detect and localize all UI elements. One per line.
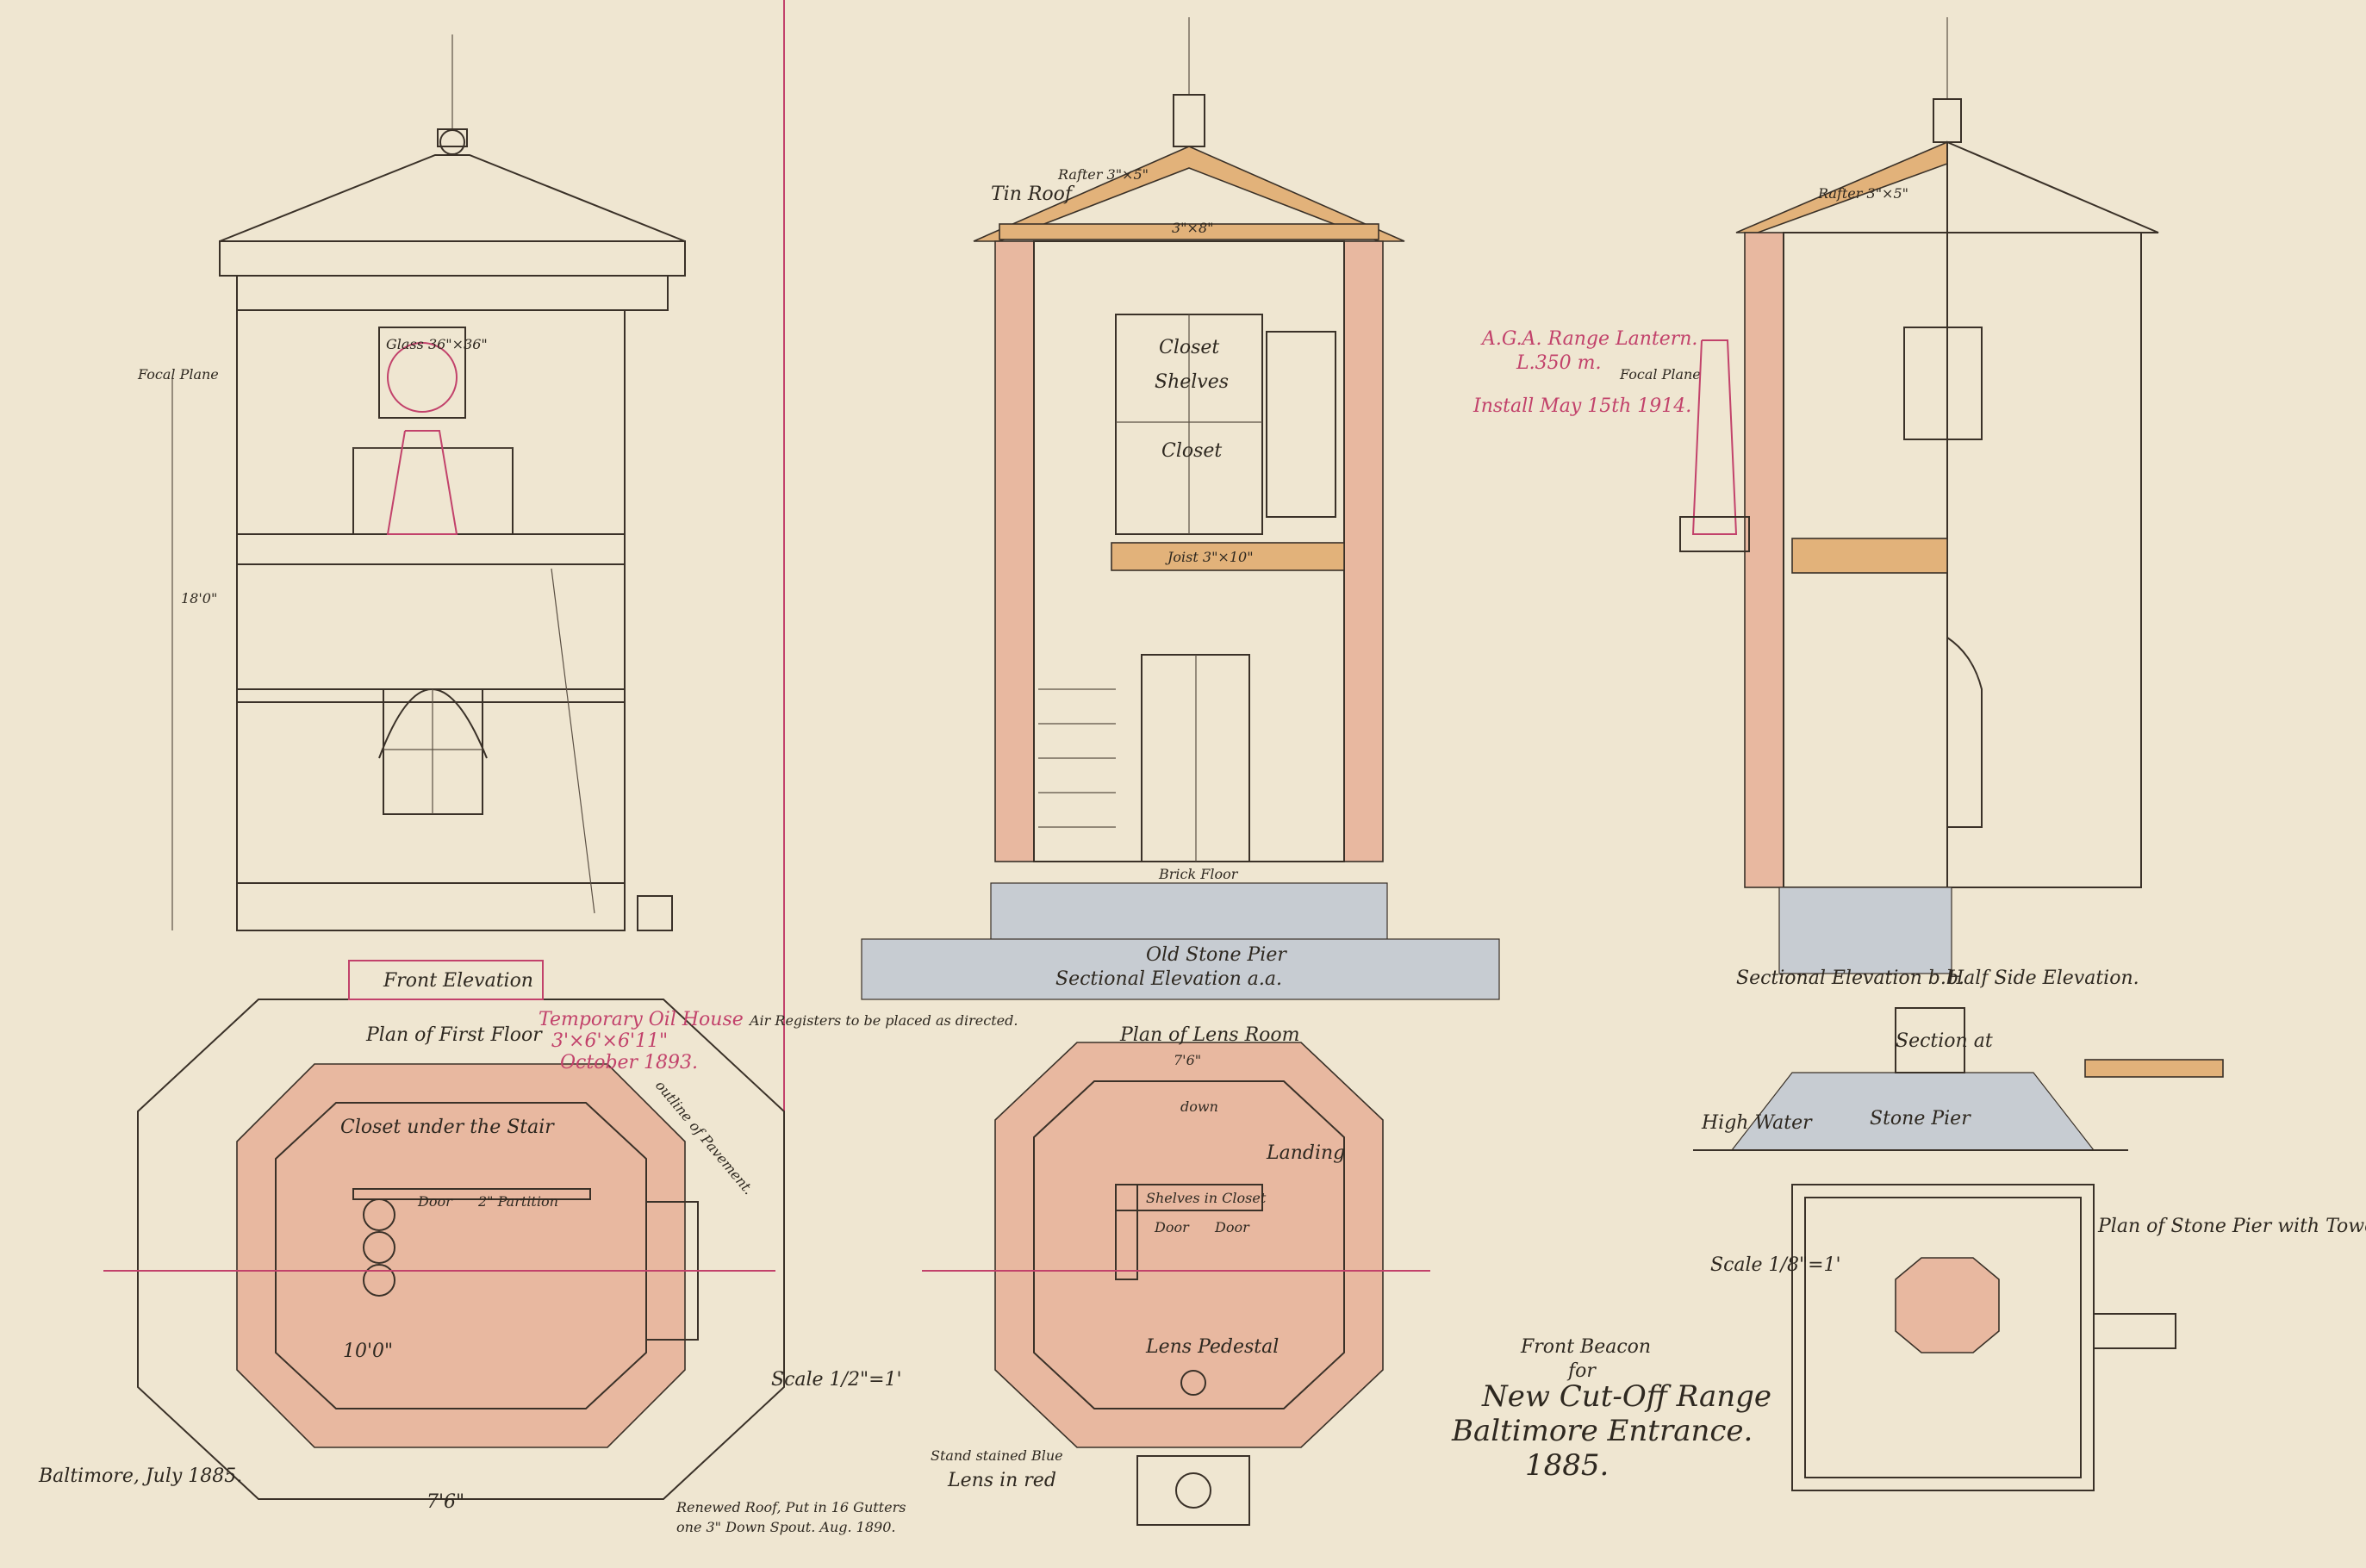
notes: Scale 1/2"=1' Baltimore, July 1885. Rene… bbox=[38, 1369, 906, 1535]
rafter-label: Rafter 3"×5" bbox=[1057, 166, 1149, 183]
plan-lens-room: Plan of Lens Room down Landing Shelves i… bbox=[922, 1024, 1430, 1526]
partition-label: 2" Partition bbox=[477, 1193, 558, 1210]
pier-scale-label: Scale 1/8"=1' bbox=[1710, 1254, 1841, 1276]
focal-plane-label: Focal Plane bbox=[137, 366, 219, 383]
plan-lens-room-title: Plan of Lens Room bbox=[1119, 1024, 1300, 1046]
closet-lower-label: Closet bbox=[1161, 440, 1222, 462]
door-label: Door bbox=[417, 1193, 453, 1210]
down-label: down bbox=[1180, 1098, 1218, 1115]
lens-note: Lens in red bbox=[947, 1470, 1056, 1491]
temp-oil-house-date: October 1893. bbox=[560, 1052, 698, 1073]
title-block: Front Beacon for New Cut-Off Range Balti… bbox=[1451, 1336, 1771, 1483]
plan-first-floor: Closet under the Stair 2" Partition Door… bbox=[103, 960, 1018, 1513]
title-line2: for bbox=[1566, 1360, 1597, 1382]
title-year: 1885. bbox=[1525, 1448, 1609, 1483]
height-dim-label: 18'0" bbox=[181, 590, 217, 607]
lantern-sub: L.350 m. bbox=[1516, 352, 1601, 374]
section-bb: Rafter 3"×5" A.G.A. Range Lantern. L.350… bbox=[1473, 17, 2159, 989]
install-note: Install May 15th 1914. bbox=[1473, 395, 1691, 417]
stone-pier: Section at High Water Stone Pier Plan of… bbox=[1693, 1007, 2366, 1491]
rafter-bb-label: Rafter 3"×5" bbox=[1817, 185, 1908, 202]
joist-label: Joist 3"×10" bbox=[1165, 549, 1254, 565]
focal-plane-bb-label: Focal Plane bbox=[1619, 366, 1701, 383]
temp-oil-house-label: Temporary Oil House bbox=[539, 1009, 744, 1030]
shelves-closet-label: Shelves in Closet bbox=[1146, 1190, 1267, 1206]
landing-label: Landing bbox=[1266, 1142, 1345, 1164]
section-at-label: Section at bbox=[1896, 1030, 1993, 1052]
brick-floor-label: Brick Floor bbox=[1158, 866, 1239, 882]
lantern-title: A.G.A. Range Lantern. bbox=[1480, 328, 1697, 350]
shelves-label: Shelves bbox=[1155, 371, 1229, 393]
lens-room-dim: 7'6" bbox=[1174, 1052, 1201, 1068]
renewal-note-2: one 3" Down Spout. Aug. 1890. bbox=[676, 1519, 895, 1535]
stone-pier-label: Old Stone Pier bbox=[1146, 944, 1287, 966]
front-elevation-label: Front Elevation bbox=[383, 970, 533, 992]
closet-stair-label: Closet under the Stair bbox=[340, 1117, 555, 1138]
lens-pedestal-label: Lens Pedestal bbox=[1145, 1336, 1279, 1358]
title-line3: New Cut-Off Range bbox=[1481, 1379, 1771, 1414]
stone-pier-plan-label: Plan of Stone Pier with Tower. bbox=[2097, 1216, 2366, 1237]
door2-label: Door bbox=[1214, 1219, 1250, 1235]
plan-first-floor-title: Plan of First Floor bbox=[365, 1024, 543, 1046]
door1-label: Door bbox=[1154, 1219, 1190, 1235]
renewal-note: Renewed Roof, Put in 16 Gutters bbox=[676, 1499, 906, 1515]
front-elevation: Glass 36"×36" Focal Plane 18'0" bbox=[137, 34, 686, 931]
stand-note: Stand stained Blue bbox=[931, 1447, 1063, 1464]
scale-label: Scale 1/2"=1' bbox=[771, 1369, 902, 1391]
high-water-label: High Water bbox=[1701, 1112, 1813, 1134]
title-line4: Baltimore Entrance. bbox=[1451, 1414, 1753, 1448]
half-side-label: Half Side Elevation. bbox=[1946, 968, 2139, 989]
title-line1: Front Beacon bbox=[1520, 1336, 1651, 1358]
first-floor-dim: 10'0" bbox=[343, 1341, 393, 1362]
section-bb-title: Sectional Elevation b.b. bbox=[1736, 968, 1964, 989]
first-floor-dim-bottom: 7'6" bbox=[427, 1491, 464, 1513]
baltimore-date-label: Baltimore, July 1885. bbox=[38, 1465, 242, 1487]
section-aa: Tin Roof Rafter 3"×5" 3"×8" Closet Shelv… bbox=[861, 17, 1500, 1000]
section-aa-title: Sectional Elevation a.a. bbox=[1055, 968, 1282, 990]
temp-oil-house-dims: 3'×6'×6'11" bbox=[551, 1030, 668, 1052]
air-registers-label: Air Registers to be placed as directed. bbox=[748, 1012, 1018, 1029]
tin-roof-label: Tin Roof bbox=[991, 184, 1075, 205]
stone-pier-label-2: Stone Pier bbox=[1870, 1108, 1971, 1129]
closet-label: Closet bbox=[1159, 337, 1219, 358]
glass-label: Glass 36"×36" bbox=[386, 336, 488, 352]
beam-label: 3"×8" bbox=[1172, 220, 1213, 236]
